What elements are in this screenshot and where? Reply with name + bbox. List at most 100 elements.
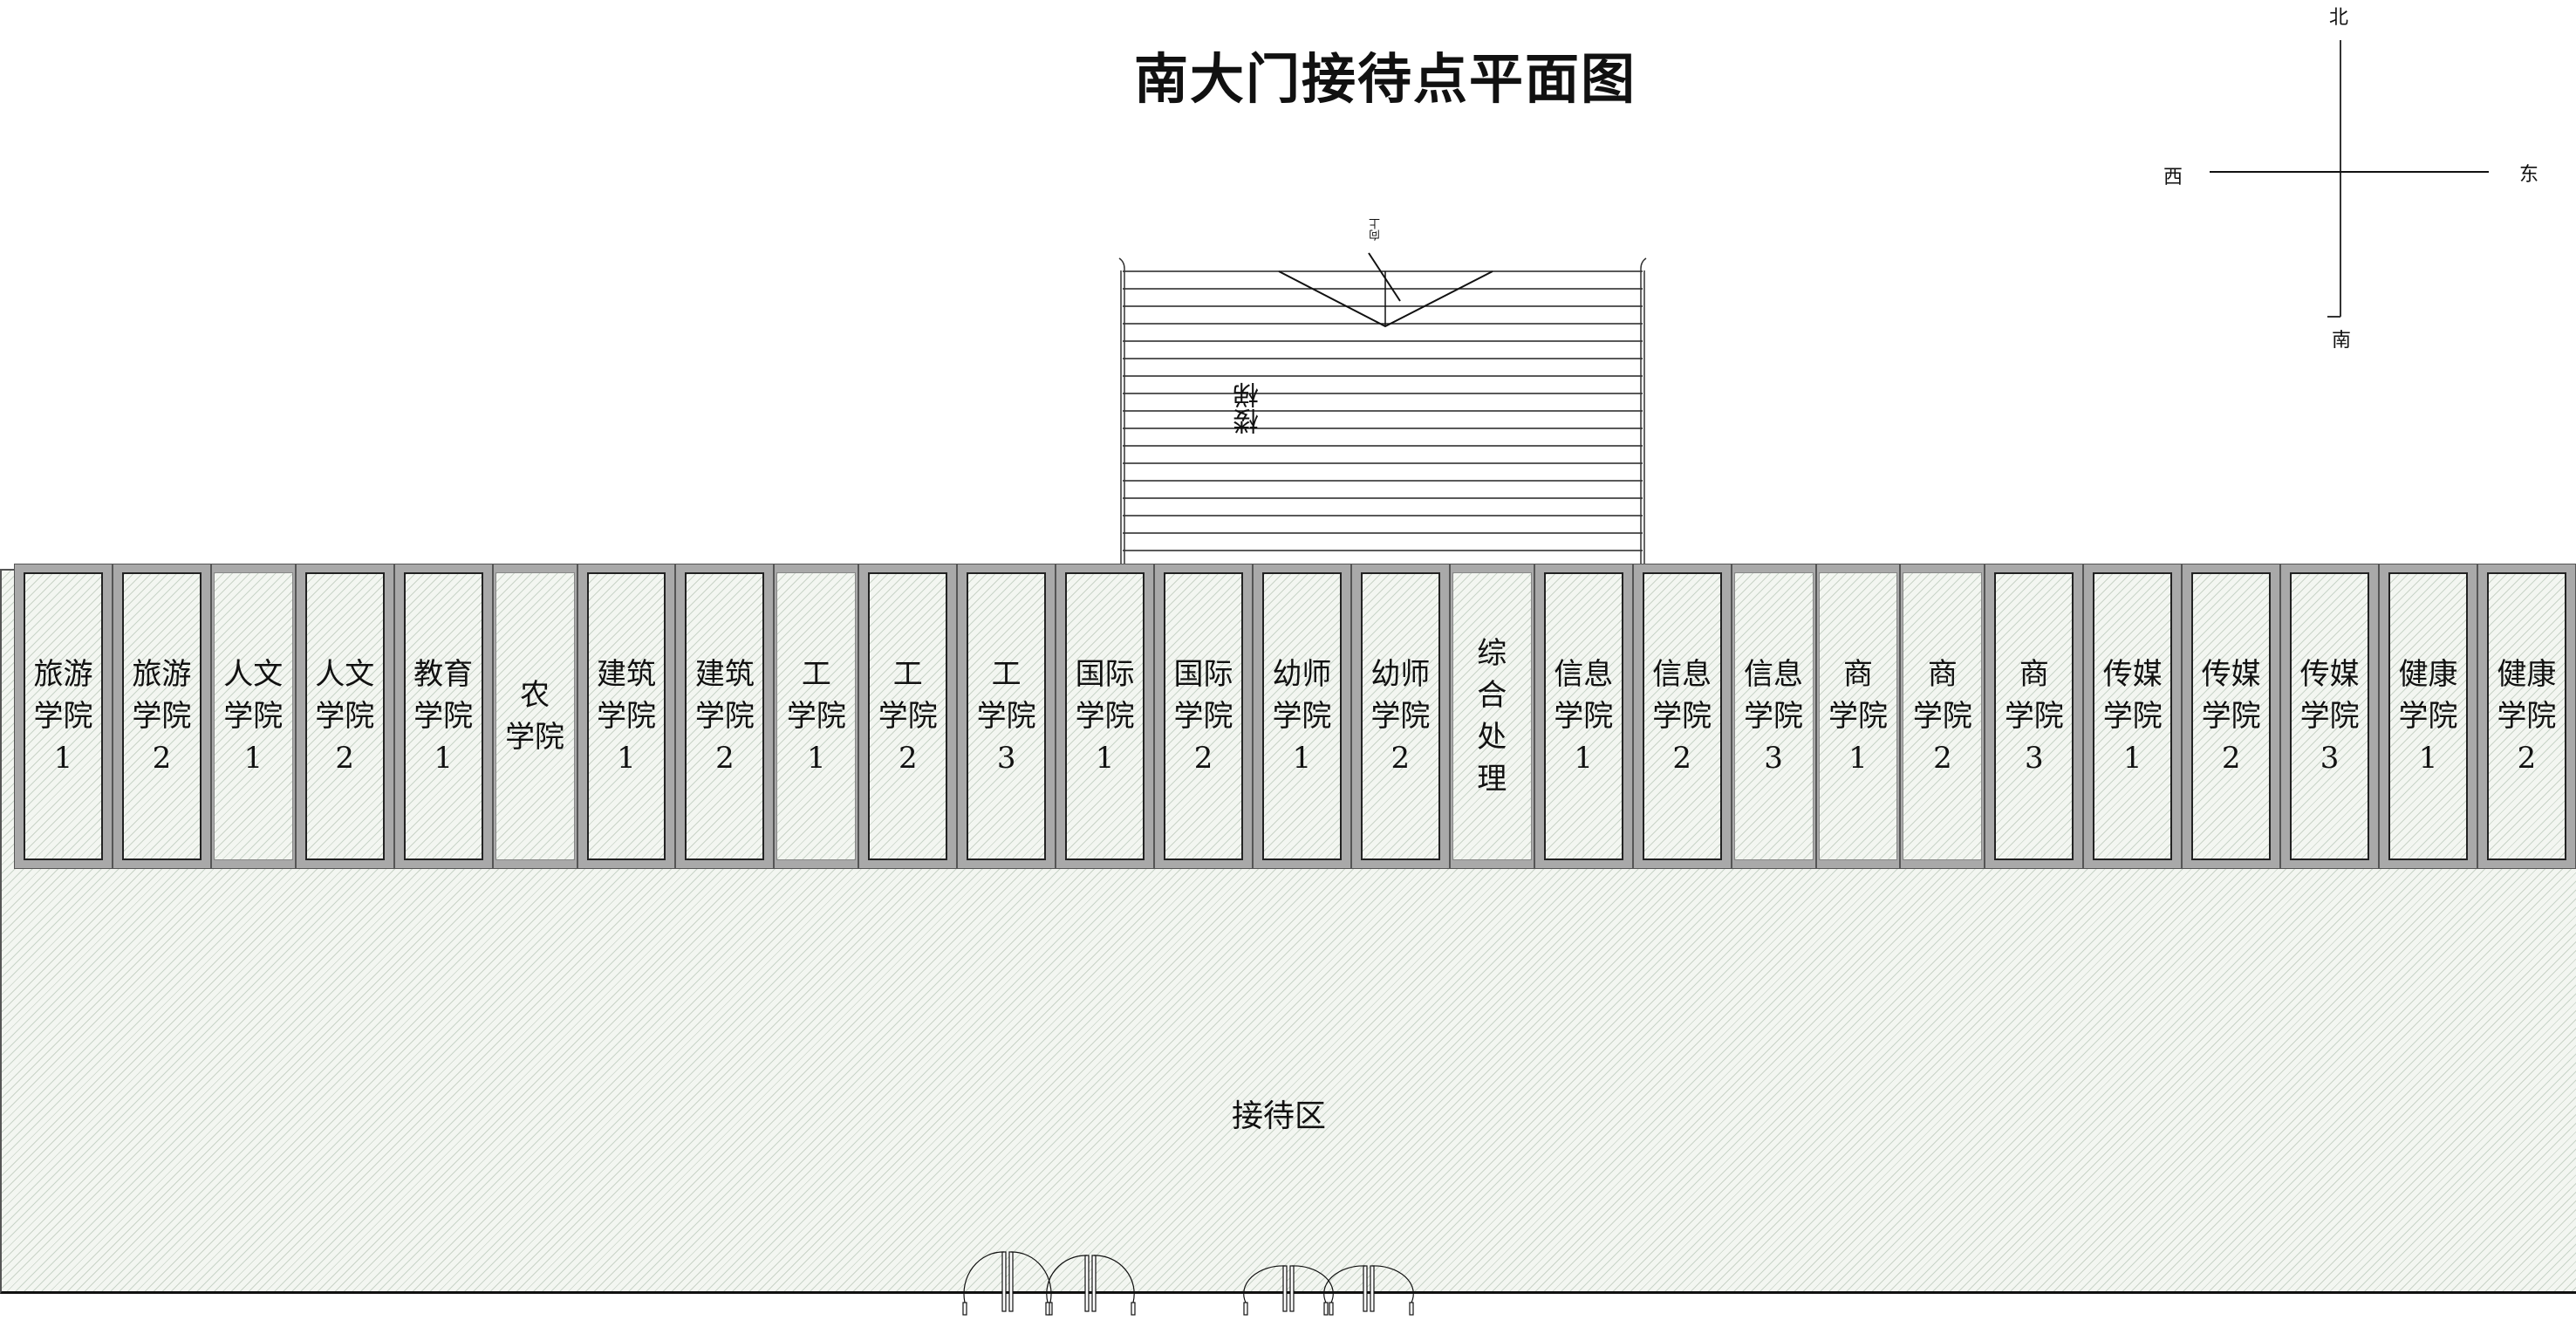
booth: 国际学院 1: [1056, 564, 1155, 869]
booth: 幼师学院 1: [1252, 564, 1351, 869]
booth-label-line: 1: [807, 741, 826, 776]
booth-label-line: 旅游: [33, 657, 93, 692]
booth-label: 综合处理: [1452, 572, 1532, 860]
double-door-icon: [962, 1251, 1053, 1316]
booth-label-line: 3: [2320, 741, 2340, 776]
booth-label-line: 商: [1842, 657, 1873, 692]
booth-label: 传媒学院 2: [2191, 572, 2272, 860]
booth: 综合处理: [1449, 564, 1534, 869]
booth-label-line: 学院: [1828, 699, 1888, 734]
booth-label-line: 学院: [694, 699, 755, 734]
booth-label-line: 健康: [2497, 657, 2557, 692]
booth-label-line: 2: [152, 741, 172, 776]
booth: 传媒学院 2: [2182, 564, 2281, 869]
booth-label-line: 1: [1292, 741, 1312, 776]
booth-label-line: 工: [892, 657, 923, 692]
booth-label-line: 1: [53, 741, 73, 776]
booth-label-line: 1: [434, 741, 453, 776]
booth: 建筑学院 2: [675, 564, 775, 869]
compass-icon: [2210, 40, 2489, 318]
booth-label-line: 学院: [315, 699, 375, 734]
page-title: 南大门接待点平面图: [1133, 47, 1636, 111]
booth-label-line: 学院: [33, 699, 93, 734]
booth-label: 教育学院 1: [403, 572, 483, 860]
booth-label-line: 2: [715, 741, 735, 776]
booth-label-line: 学院: [1075, 699, 1135, 734]
entrance-doors: [962, 1251, 1414, 1316]
booth: 传媒学院 3: [2280, 564, 2380, 869]
booth-label-line: 综: [1477, 636, 1507, 671]
double-door-icon: [1323, 1265, 1414, 1316]
double-door-icon: [1045, 1255, 1136, 1316]
booth-label-line: 2: [2221, 741, 2241, 776]
booth-label-line: 学院: [2201, 699, 2261, 734]
booth-label: 农学院: [495, 572, 575, 860]
booth-label: 国际学院 1: [1065, 572, 1145, 860]
stairs-direction-label: 向上: [1370, 218, 1383, 241]
booth-label-line: 学院: [413, 699, 474, 734]
stairs-label: 楼梯: [1233, 382, 1264, 434]
booth: 教育学院 1: [393, 564, 493, 869]
booth-label-line: 教育: [413, 657, 474, 692]
double-door-icon: [1243, 1265, 1334, 1316]
booth-label-line: 学院: [2102, 699, 2163, 734]
booth-label-line: 学院: [878, 699, 938, 734]
booth-label-line: 学院: [132, 699, 192, 734]
booth-label-line: 国际: [1075, 657, 1135, 692]
booth-label-line: 2: [1672, 741, 1691, 776]
booth-label-line: 人文: [223, 657, 284, 692]
booth-label-line: 学院: [1744, 699, 1804, 734]
booth-label-line: 学院: [2299, 699, 2360, 734]
booth-label: 幼师学院 1: [1261, 572, 1342, 860]
booth-label-line: 1: [2122, 741, 2142, 776]
booth-label-line: 健康: [2398, 657, 2458, 692]
booth-label-line: 建筑: [596, 657, 656, 692]
booth-label-line: 1: [1574, 741, 1594, 776]
booth-label-line: 学院: [223, 699, 284, 734]
booth-label-line: 幼师: [1272, 657, 1332, 692]
booth-label-line: 传媒: [2201, 657, 2261, 692]
booth-label-line: 建筑: [694, 657, 755, 692]
booth-label-line: 2: [1390, 741, 1411, 776]
booth-label-line: 2: [1193, 741, 1213, 776]
booth-label-line: 传媒: [2299, 657, 2360, 692]
compass-west-label: 西: [2163, 167, 2183, 188]
booth-label-line: 1: [1095, 741, 1115, 776]
booth-label-line: 1: [243, 741, 263, 776]
booth-label: 人文学院 1: [213, 572, 293, 860]
booth-label-line: 学院: [1912, 699, 1972, 734]
booth-label-line: 国际: [1173, 657, 1233, 692]
booth-label-line: 1: [1848, 741, 1868, 776]
booth: 农学院: [492, 564, 577, 869]
booth: 工学院 1: [774, 564, 859, 869]
booth-label-line: 学院: [786, 699, 846, 734]
booth-label-line: 学院: [1272, 699, 1332, 734]
booth-label-line: 学院: [2004, 699, 2064, 734]
booth-label-line: 1: [617, 741, 636, 776]
booth-label-line: 工: [801, 657, 831, 692]
booth-label-line: 学院: [2497, 699, 2557, 734]
compass-north-label: 北: [2329, 7, 2349, 29]
booth-label-line: 农: [520, 678, 550, 713]
booth-label: 传媒学院 3: [2290, 572, 2370, 860]
staircase: [1118, 252, 1647, 564]
reception-area-label: 接待区: [1232, 1098, 1327, 1134]
